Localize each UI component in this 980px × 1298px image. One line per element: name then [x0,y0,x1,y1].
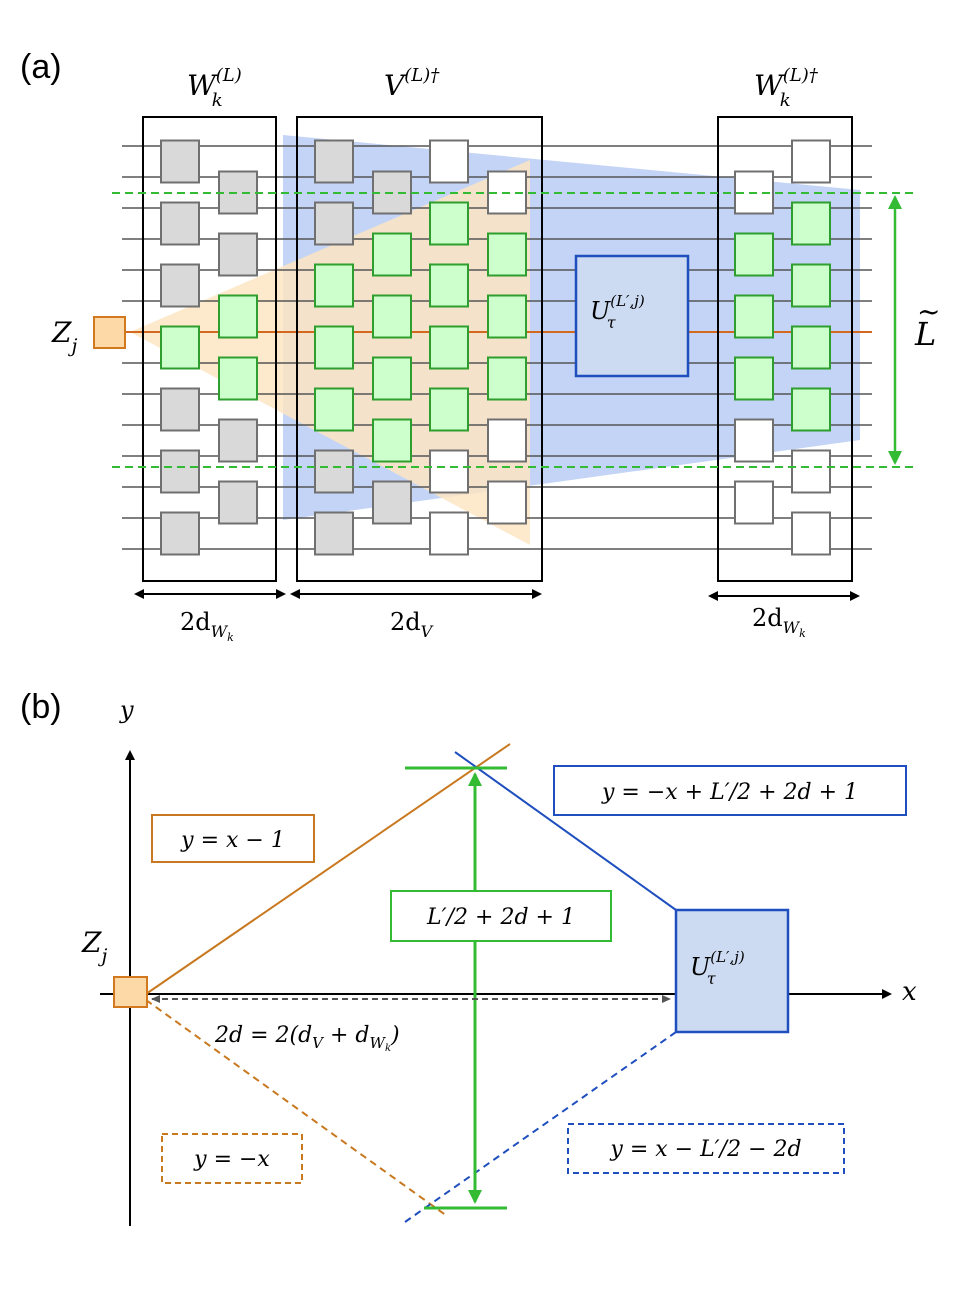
gate-green [487,294,527,339]
label-height: L′/2 + 2d + 1 [426,905,575,930]
zj-square-b [113,976,148,1008]
gate-green [487,232,527,277]
gate-gray [314,511,354,556]
tilde-mark: ~ [917,295,940,328]
v-title: V(L)† [384,65,440,102]
gate-gray [160,511,200,556]
label-box-orange-solid [151,814,315,863]
label-orange-solid: y = x − 1 [180,828,285,853]
gate-gray [160,139,200,184]
gate-gray [160,387,200,432]
zj-label-b: Zj [81,926,107,967]
gate-gray [218,232,258,277]
zj-square [93,316,126,349]
u-tau-label-b: U(L′,j)τ [690,948,745,988]
x-axis-label: x [902,977,917,1007]
gate-white [791,511,831,556]
gate-green [429,387,469,432]
panel-a: (a) U(L′,j)τ L ~ Zj W(L)k V(L)† W(L)†k [20,48,940,644]
gate-green [734,294,774,339]
gate-gray [160,449,200,494]
gate-green [372,232,412,277]
gate-green [791,263,831,308]
gate-green [734,356,774,401]
gate-green [429,325,469,370]
label-box-blue-dashed [567,1123,845,1174]
zj-label: Zj [51,316,77,357]
line-y-eq-neg-x [145,999,448,1217]
wk-box [142,116,277,582]
label-box-orange-dashed [161,1133,303,1184]
panel-b: (b) y x Zj U(L′,j)τ y = x − 1 y = −x y =… [20,688,917,1226]
gate-green [218,356,258,401]
gate-green [791,325,831,370]
gate-gray [314,139,354,184]
gate-white [487,480,527,525]
wk-title: W(L)k [187,65,242,111]
wkdag-box [717,116,853,582]
gate-green [160,325,200,370]
gate-white [791,139,831,184]
panel-a-label: (a) [20,48,62,86]
gate-grid [160,139,831,556]
gate-white [734,418,774,463]
gate-green [314,387,354,432]
u-tau-box-b [674,908,790,1034]
gate-white [429,139,469,184]
v-width-label: 2dV [390,608,434,641]
wkdag-title: W(L)†k [754,65,819,111]
gate-gray [218,170,258,215]
gate-green [734,232,774,277]
wk-width-label: 2dWk [180,608,234,644]
gate-gray [372,480,412,525]
gate-gray [218,480,258,525]
gate-white [734,480,774,525]
gate-gray [314,201,354,246]
u-tau-box [574,254,690,378]
label-blue-solid: y = −x + L′/2 + 2d + 1 [601,780,858,805]
label-orange-dashed: y = −x [193,1147,270,1172]
label-blue-dashed: y = x − L′/2 − 2d [609,1137,801,1162]
gate-gray [160,201,200,246]
gate-gray [314,449,354,494]
line-y-eq-x-minus-1 [145,743,511,995]
gate-green [218,294,258,339]
gate-gray [160,263,200,308]
gate-green [372,356,412,401]
gate-white [429,511,469,556]
v-box [296,116,543,582]
label-distance: 2d = 2(dV + dWk) [214,1023,400,1054]
gate-white [487,418,527,463]
label-box-blue-solid [553,765,907,816]
u-tau-label: U(L′,j)τ [590,292,645,332]
label-box-height [390,890,612,942]
gate-green [372,294,412,339]
gate-white [429,449,469,494]
y-axis-label: y [119,696,134,724]
gate-green [314,263,354,308]
gate-green [429,263,469,308]
gate-green [372,418,412,463]
gate-white [791,449,831,494]
panel-b-label: (b) [20,688,62,726]
gate-green [429,201,469,246]
gate-green [487,356,527,401]
l-tilde-label: L [914,315,936,353]
line-blue-solid [454,751,677,911]
gate-green [791,387,831,432]
gate-green [314,325,354,370]
wkdag-width-label: 2dWk [752,604,806,640]
gate-green [791,201,831,246]
gate-gray [218,418,258,463]
